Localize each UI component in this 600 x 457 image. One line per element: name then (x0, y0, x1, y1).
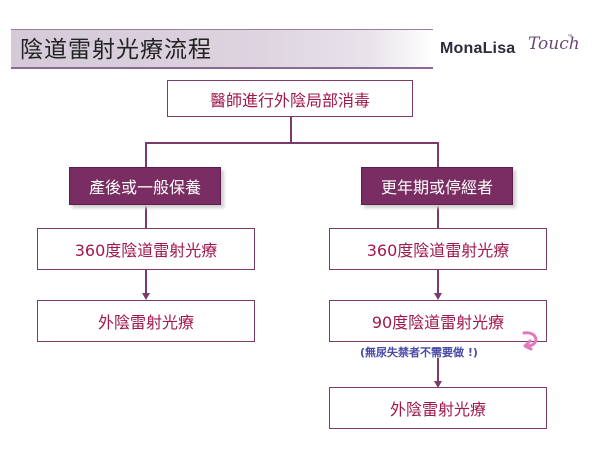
left-step-360-vaginal-laser: 360度陰道雷射光療 (37, 228, 255, 270)
connector-right-cat-step1 (437, 205, 439, 228)
connector-top-down (290, 117, 292, 143)
title-band (11, 29, 433, 69)
page-title: 陰道雷射光療流程 (20, 37, 212, 63)
category-menopause: 更年期或停經者 (361, 167, 513, 205)
right-step-vulvar-laser: 外陰雷射光療 (329, 387, 547, 429)
left-step-vulvar-laser: 外陰雷射光療 (37, 300, 255, 342)
category-postpartum: 產後或一般保養 (69, 167, 221, 205)
connector-left-down (145, 142, 147, 167)
connector-left-step1-step2 (145, 270, 147, 295)
right-step-90-vaginal-laser: 90度陰道雷射光療 (329, 300, 547, 342)
arrow-right-step2 (434, 293, 442, 300)
logo-tm: ™ (567, 34, 573, 41)
connector-right-step2-step3 (437, 358, 439, 382)
logo-script: Touch (528, 34, 580, 54)
step-disinfection: 醫師進行外陰局部消毒 (167, 80, 413, 117)
logo-brand: MonaLisa (440, 40, 516, 57)
incontinence-note: (無尿失禁者不需要做 !) (360, 346, 478, 359)
connector-right-down (437, 142, 439, 167)
monalisa-touch-logo: MonaLisa Touch ™ (440, 22, 580, 74)
connector-right-step1-step2 (437, 270, 439, 295)
arrow-right-step3 (434, 381, 442, 388)
arrow-left-step2 (142, 293, 150, 300)
right-step-360-vaginal-laser: 360度陰道雷射光療 (329, 228, 547, 270)
connector-left-cat-step1 (145, 205, 147, 228)
connector-horizontal (145, 142, 439, 144)
curved-arrow-icon (522, 331, 538, 351)
